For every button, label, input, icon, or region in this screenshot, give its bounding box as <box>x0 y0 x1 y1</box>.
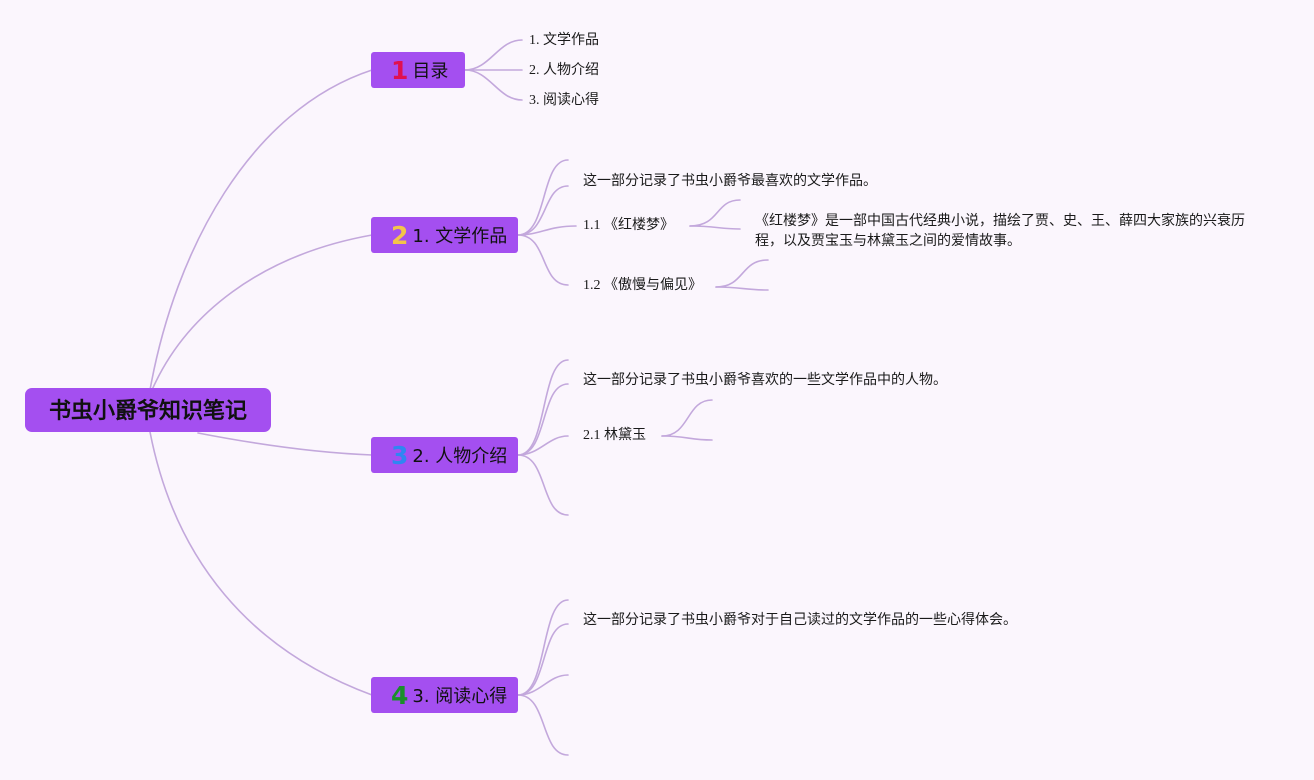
connector-b3-slot-bottom <box>517 454 569 516</box>
branch-2-item-1-detail[interactable]: 《红楼梦》是一部中国古代经典小说，描绘了贾、史、王、薛四大家族的兴衰历程，以及贾… <box>755 214 1245 249</box>
branch-2-item-2[interactable]: 1.2 《傲慢与偏见》 <box>583 278 702 293</box>
connector-b2-item2-slot-a <box>715 259 769 288</box>
branch-1-label: 目录 <box>412 61 449 82</box>
connector-b2-item2-slot-b <box>715 286 769 291</box>
branch-1-topic[interactable]: 1 目录 <box>371 52 465 88</box>
connector-b1-child-1 <box>464 39 523 71</box>
connector-b3-item1-slot-b <box>661 435 713 441</box>
branch-2-topic[interactable]: 2 1. 文学作品 <box>371 217 518 253</box>
connector-b2-slot-top <box>517 159 569 236</box>
connector-b3-slot-top <box>517 359 569 456</box>
connector-root-branch-1 <box>149 69 373 391</box>
branch-3-topic[interactable]: 3 2. 人物介绍 <box>371 437 518 473</box>
branch-3-intro[interactable]: 这一部分记录了书虫小爵爷喜欢的一些文学作品中的人物。 <box>583 373 947 388</box>
connector-b2-item-1 <box>517 225 577 236</box>
connector-b2-intro <box>517 185 569 236</box>
branch-2-intro[interactable]: 这一部分记录了书虫小爵爷最喜欢的文学作品。 <box>583 174 877 189</box>
connector-root-branch-4 <box>149 431 373 696</box>
connector-b3-intro <box>517 383 569 456</box>
connector-b3-item1-slot-a <box>661 399 713 437</box>
branch-4-label: 3. 阅读心得 <box>412 686 508 707</box>
branch-4-intro[interactable]: 这一部分记录了书虫小爵爷对于自己读过的文学作品的一些心得体会。 <box>583 613 1017 628</box>
connector-b4-slot-bottom <box>517 694 569 756</box>
connector-b4-slot-mid <box>517 674 569 696</box>
toc-item-3[interactable]: 3. 阅读心得 <box>529 93 599 108</box>
root-topic[interactable]: 书虫小爵爷知识笔记 <box>25 388 271 432</box>
toc-item-2[interactable]: 2. 人物介绍 <box>529 63 599 78</box>
branch-2-label: 1. 文学作品 <box>412 226 508 247</box>
branch-4-topic[interactable]: 4 3. 阅读心得 <box>371 677 518 713</box>
connector-b2-item-2 <box>517 234 569 286</box>
connector-b3-item-1 <box>517 435 569 456</box>
branch-4-number: 4 <box>391 680 409 710</box>
connector-b2-item1-slot <box>689 199 741 227</box>
connector-b4-intro <box>517 623 569 696</box>
branch-1-number: 1 <box>391 55 409 85</box>
connector-b2-item1-detail <box>689 225 741 230</box>
branch-2-item-1[interactable]: 1.1 《红楼梦》 <box>583 218 674 233</box>
connector-b1-child-3 <box>464 69 523 101</box>
root-title: 书虫小爵爷知识笔记 <box>48 398 247 424</box>
branch-3-number: 3 <box>391 440 409 470</box>
toc-item-1[interactable]: 1. 文学作品 <box>529 33 599 48</box>
branch-3-label: 2. 人物介绍 <box>412 446 508 467</box>
branch-2-number: 2 <box>391 220 409 250</box>
branch-3-item-1[interactable]: 2.1 林黛玉 <box>583 428 646 443</box>
connector-b4-slot-top <box>517 599 569 696</box>
connector-root-branch-3 <box>197 432 373 456</box>
connector-root-branch-2 <box>151 234 373 391</box>
